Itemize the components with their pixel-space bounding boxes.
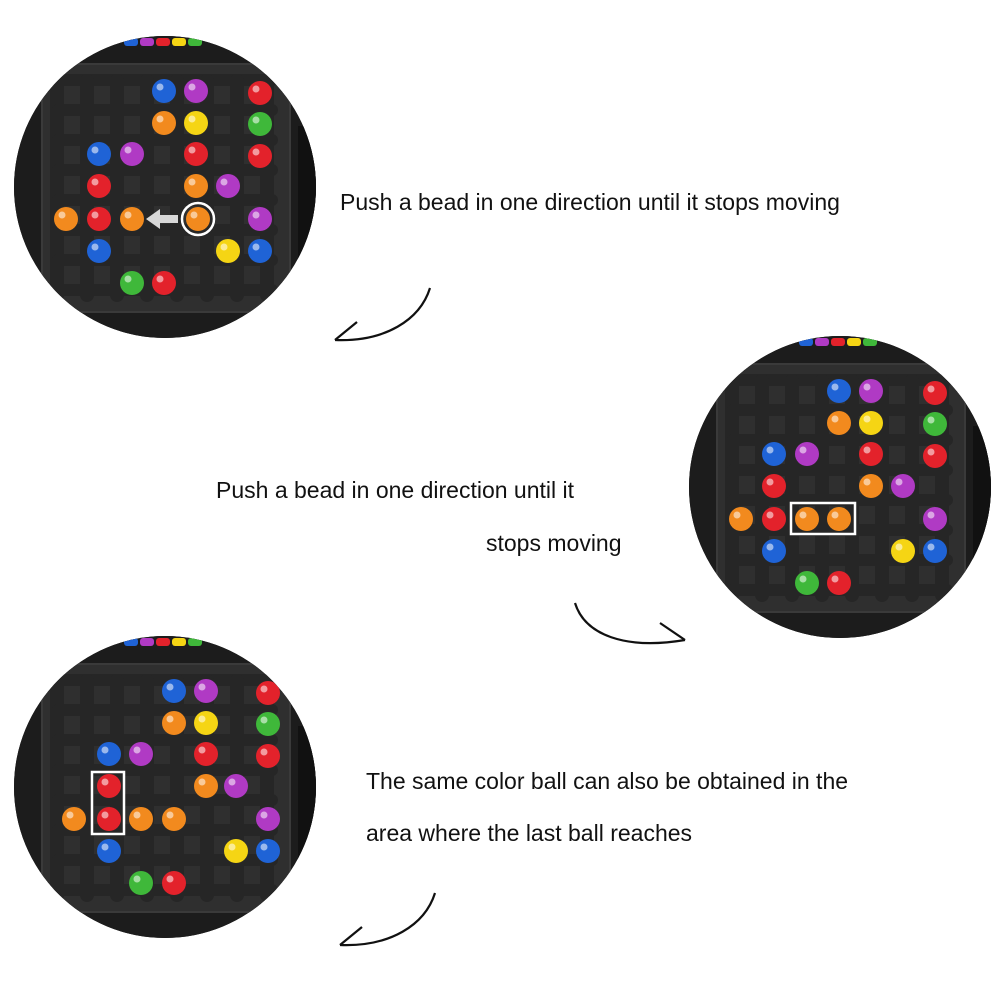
bead: [795, 442, 819, 466]
bead: [256, 807, 280, 831]
bead: [194, 774, 218, 798]
bead: [248, 112, 272, 136]
curved-arrow-icon: [573, 602, 686, 645]
selected-bead-ring: [180, 201, 216, 237]
bead: [87, 239, 111, 263]
board-grid: [725, 374, 953, 602]
bead: [729, 507, 753, 531]
bead: [129, 871, 153, 895]
bead: [184, 174, 208, 198]
bead: [120, 142, 144, 166]
bead: [62, 807, 86, 831]
matched-pair-highlight: [90, 770, 126, 836]
bead: [162, 807, 186, 831]
bead: [162, 679, 186, 703]
bead: [184, 142, 208, 166]
push-direction-arrow-icon: [146, 209, 178, 229]
bead: [827, 507, 851, 531]
bead: [129, 742, 153, 766]
bead: [256, 839, 280, 863]
bead: [859, 474, 883, 498]
bead: [248, 144, 272, 168]
bead: [194, 711, 218, 735]
puzzle-board-step-2: [689, 336, 991, 638]
bead: [97, 774, 121, 798]
bead: [256, 681, 280, 705]
step-3-caption-line-1: The same color ball can also be obtained…: [366, 768, 849, 794]
bead: [859, 379, 883, 403]
bead: [216, 239, 240, 263]
board-image: [14, 36, 316, 338]
board-image: [689, 336, 991, 638]
bead: [248, 81, 272, 105]
bead: [256, 744, 280, 768]
step-2-caption-line-2: stops moving: [486, 530, 622, 556]
bead: [162, 871, 186, 895]
puzzle-board-step-3: [14, 636, 316, 938]
bead: [891, 539, 915, 563]
bead: [162, 711, 186, 735]
bead: [923, 539, 947, 563]
curved-arrow-icon: [334, 287, 432, 342]
bead: [923, 412, 947, 436]
bead: [87, 142, 111, 166]
step-2-caption-line-1: Push a bead in one direction until it: [216, 477, 575, 503]
bead: [827, 411, 851, 435]
step-1-caption: Push a bead in one direction until it st…: [340, 189, 840, 215]
bead: [194, 679, 218, 703]
bead: [923, 444, 947, 468]
bead: [120, 271, 144, 295]
matched-pair-highlight: [789, 501, 857, 536]
bead: [152, 111, 176, 135]
bead: [224, 774, 248, 798]
bead: [795, 571, 819, 595]
bead: [87, 207, 111, 231]
bead: [152, 79, 176, 103]
bead: [97, 839, 121, 863]
bead: [224, 839, 248, 863]
bead: [248, 239, 272, 263]
bead: [186, 207, 210, 231]
bead: [97, 742, 121, 766]
bead: [97, 807, 121, 831]
bead: [184, 79, 208, 103]
bead: [184, 111, 208, 135]
bead: [923, 381, 947, 405]
bead: [120, 207, 144, 231]
bead: [256, 712, 280, 736]
bead: [762, 442, 786, 466]
bead: [827, 571, 851, 595]
bead: [216, 174, 240, 198]
step-3-caption-line-2: area where the last ball reaches: [366, 820, 693, 846]
bead: [194, 742, 218, 766]
bead: [859, 411, 883, 435]
bead: [762, 507, 786, 531]
bead: [859, 442, 883, 466]
bead: [152, 271, 176, 295]
bead: [129, 807, 153, 831]
bead: [795, 507, 819, 531]
bead: [87, 174, 111, 198]
board-image: [14, 636, 316, 938]
puzzle-board-step-1: [14, 36, 316, 338]
bead: [248, 207, 272, 231]
bead: [891, 474, 915, 498]
bead: [762, 539, 786, 563]
bead: [54, 207, 78, 231]
bead: [827, 379, 851, 403]
curved-arrow-icon: [339, 892, 437, 947]
bead: [762, 474, 786, 498]
bead: [923, 507, 947, 531]
